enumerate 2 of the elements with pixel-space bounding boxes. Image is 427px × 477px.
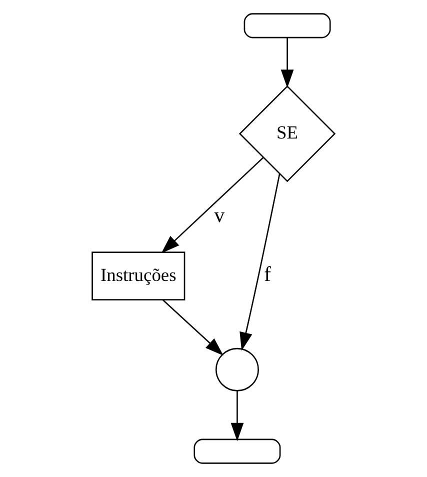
- edge-label: v: [214, 202, 225, 227]
- edge-label: f: [264, 262, 272, 286]
